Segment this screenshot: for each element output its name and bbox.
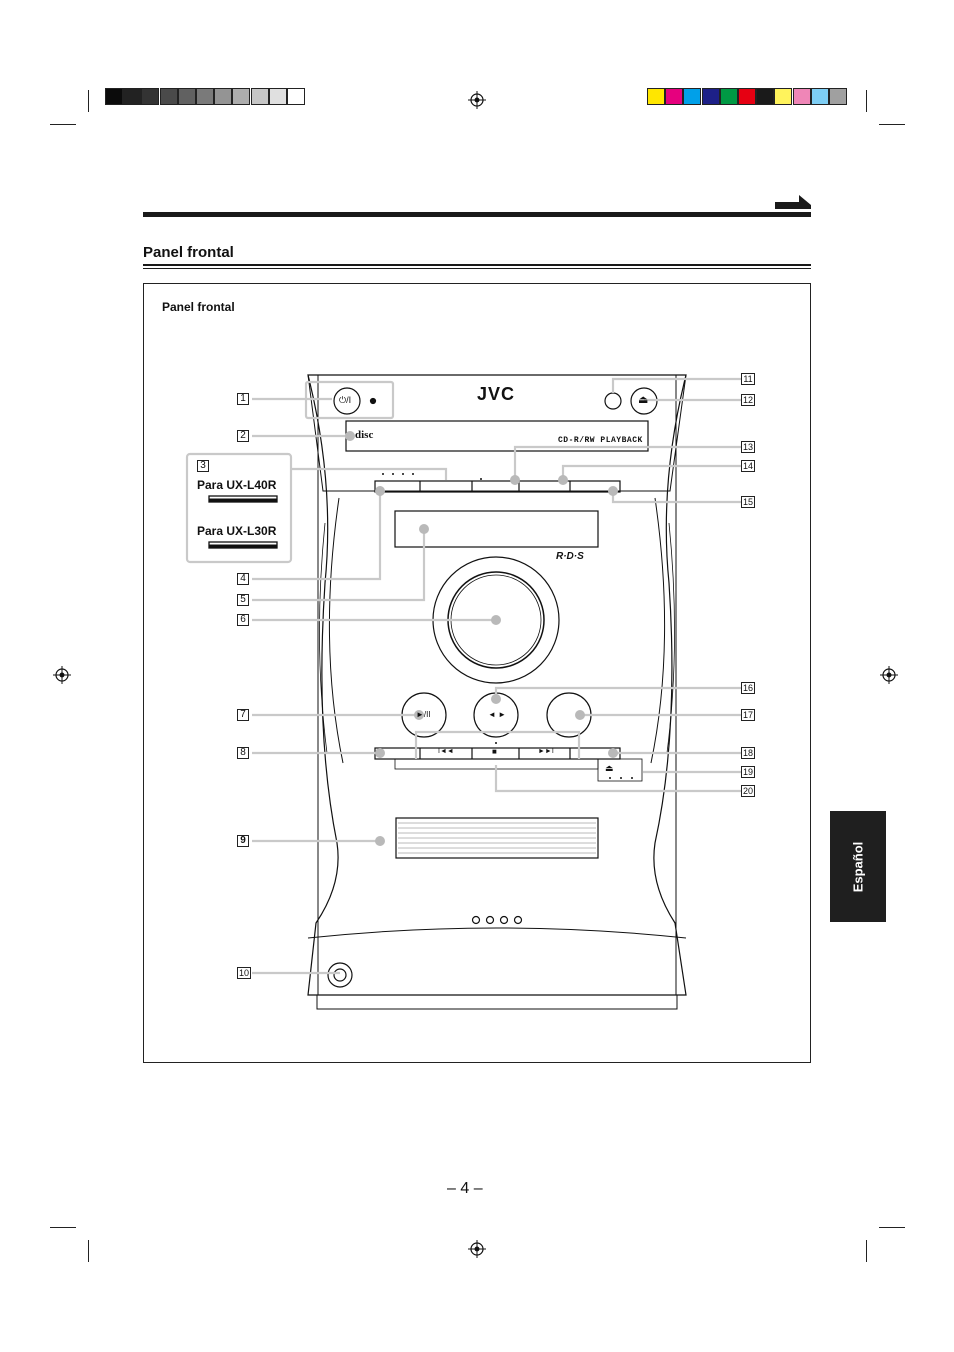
color-swatch xyxy=(810,88,829,105)
next-button-label[interactable]: ►►I xyxy=(538,748,554,755)
figure-box xyxy=(143,283,811,1063)
color-swatch xyxy=(141,88,160,105)
color-swatch xyxy=(250,88,269,105)
cd-rw-label: CD-R/RW PLAYBACK xyxy=(558,436,643,445)
callout-number: 11 xyxy=(741,373,755,385)
color-swatch xyxy=(774,88,793,105)
crop-mark xyxy=(50,124,76,125)
language-tab: Español xyxy=(830,811,886,922)
callout-number: 10 xyxy=(237,967,251,979)
power-button xyxy=(333,387,361,415)
callout-number: 16 xyxy=(741,682,755,694)
callout-number: 14 xyxy=(741,460,755,472)
color-swatch xyxy=(719,88,738,105)
tape-eject-icon[interactable]: ⏏ xyxy=(605,763,614,773)
prev-button-label[interactable]: I◄◄ xyxy=(438,748,454,755)
crop-mark xyxy=(50,1227,76,1228)
variant-label-l30r: Para UX-L30R xyxy=(197,524,277,538)
figure-caption: Panel frontal xyxy=(162,300,235,314)
color-swatch xyxy=(792,88,811,105)
section-rule xyxy=(143,268,811,269)
color-swatch xyxy=(287,88,305,105)
callout-number: 5 xyxy=(237,594,249,606)
color-swatch xyxy=(105,88,123,105)
stereo-front-panel xyxy=(185,374,741,1010)
registration-mark-icon xyxy=(468,91,486,109)
disc-logo: disc xyxy=(355,429,374,441)
crop-mark xyxy=(866,1240,867,1262)
callout-number: 2 xyxy=(237,430,249,442)
crop-mark xyxy=(879,1227,905,1228)
play-pause-button-label[interactable]: ►/II xyxy=(416,710,431,719)
callout-number: 3 xyxy=(197,460,209,472)
section-heading: Panel frontal xyxy=(143,244,234,261)
color-swatch xyxy=(196,88,214,105)
callout-number: 20 xyxy=(741,785,755,797)
callout-number: 12 xyxy=(741,394,755,406)
jvc-logo: JVC xyxy=(477,384,516,404)
phones-jack xyxy=(327,962,353,988)
power-button-label[interactable]: ⏻/I xyxy=(339,395,352,405)
color-swatch xyxy=(123,88,142,105)
color-swatch xyxy=(665,88,684,105)
callout-number: 4 xyxy=(237,573,249,585)
color-swatch xyxy=(829,88,847,105)
header-rule xyxy=(143,212,811,217)
crop-mark xyxy=(88,1240,89,1262)
continue-arrow-icon xyxy=(775,195,811,209)
color-swatch xyxy=(701,88,720,105)
callout-number: 7 xyxy=(237,709,249,721)
color-swatch xyxy=(738,88,756,105)
stop-button-label[interactable]: ■ xyxy=(492,747,497,756)
callout-number: 9 xyxy=(237,835,249,847)
crop-mark xyxy=(88,90,89,112)
cabinet-outline xyxy=(307,374,687,996)
crop-mark xyxy=(866,90,867,112)
crop-mark xyxy=(879,124,905,125)
page-number: – 4 – xyxy=(447,1180,483,1197)
color-swatch xyxy=(756,88,775,105)
color-swatch xyxy=(268,88,287,105)
callout-number: 6 xyxy=(237,614,249,626)
callout-number: 8 xyxy=(237,747,249,759)
section-rule xyxy=(143,264,811,266)
display-window xyxy=(394,510,599,548)
registration-mark-icon xyxy=(880,666,898,684)
callout-number: 17 xyxy=(741,709,755,721)
callout-number: 1 xyxy=(237,393,249,405)
callout-number: 18 xyxy=(741,747,755,759)
color-swatch xyxy=(683,88,702,105)
eject-icon[interactable]: ⏏ xyxy=(638,394,649,406)
registration-mark-icon xyxy=(468,1240,486,1258)
color-swatch xyxy=(214,88,233,105)
color-swatch xyxy=(159,88,178,105)
language-tab-label: Español xyxy=(850,841,866,892)
speaker-grille xyxy=(395,817,599,859)
variant-label-l40r: Para UX-L40R xyxy=(197,478,277,492)
rds-logo: R·D·S xyxy=(556,551,584,562)
direction-button-label[interactable]: ◄ ► xyxy=(488,710,507,719)
callout-number: 13 xyxy=(741,441,755,453)
color-swatch xyxy=(232,88,251,105)
color-swatch xyxy=(647,88,665,105)
callout-number: 19 xyxy=(741,766,755,778)
registration-mark-icon xyxy=(53,666,71,684)
callout-number: 15 xyxy=(741,496,755,508)
small-knob xyxy=(604,392,622,410)
color-swatch xyxy=(177,88,196,105)
